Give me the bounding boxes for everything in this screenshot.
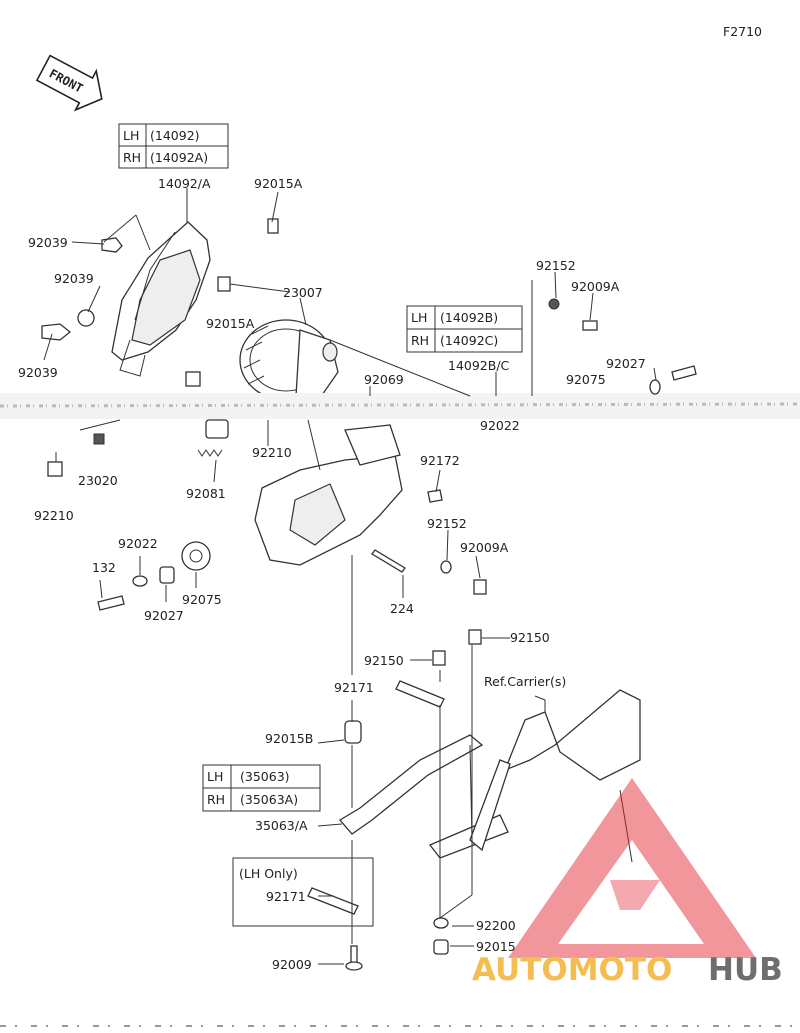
bolt-132 bbox=[97, 595, 125, 611]
table-cell-part: (35063) bbox=[240, 769, 290, 784]
callout-92027-left: 92027 bbox=[144, 608, 184, 623]
callout-132: 132 bbox=[92, 560, 116, 575]
callout-92039-a: 92039 bbox=[28, 235, 68, 250]
clip-92210-upper bbox=[185, 371, 201, 387]
callout-92015a-mid: 92015A bbox=[206, 316, 255, 331]
washer-92152-mid bbox=[440, 560, 452, 574]
rivet-92039-c bbox=[41, 323, 72, 341]
washer-92027-top bbox=[649, 379, 661, 395]
headlight-bracket-part bbox=[205, 419, 403, 566]
lh-only-label: (LH Only) bbox=[239, 866, 298, 881]
washer-92022-left bbox=[132, 575, 148, 587]
callout-14092bc: 14092B/C bbox=[448, 358, 510, 373]
bolt-92150-b bbox=[432, 650, 446, 666]
rivet-92039-a bbox=[101, 237, 123, 253]
logo-triangle-icon bbox=[508, 778, 756, 958]
table-cell-part: (14092) bbox=[150, 128, 200, 143]
callout-92015: 92015 bbox=[476, 939, 516, 954]
lh-only-box: (LH Only) bbox=[232, 857, 374, 927]
callout-92150-b: 92150 bbox=[364, 653, 404, 668]
bolt-92009a-mid bbox=[473, 579, 487, 595]
ref-carrier-label: Ref.Carrier(s) bbox=[484, 674, 566, 689]
leader-lines bbox=[43, 188, 657, 965]
table-side-cover: LH (14092B) RH (14092C) bbox=[406, 305, 523, 353]
clip-23020 bbox=[93, 433, 105, 445]
callout-92069: 92069 bbox=[364, 372, 404, 387]
table-cell-part: (35063A) bbox=[240, 792, 298, 807]
callout-92009a-top: 92009A bbox=[571, 279, 620, 294]
callout-92171-b: 92171 bbox=[266, 889, 306, 904]
rivet-92039-b bbox=[77, 309, 95, 327]
callout-92210-left: 92210 bbox=[34, 508, 74, 523]
logo-text-b: HUB bbox=[708, 952, 783, 988]
headlight-cover-part bbox=[111, 221, 211, 377]
washer-92152-top bbox=[548, 298, 560, 310]
callout-92022-left: 92022 bbox=[118, 536, 158, 551]
table-cell-part: (14092B) bbox=[440, 310, 498, 325]
spring-92081 bbox=[197, 449, 223, 457]
callout-92039-b: 92039 bbox=[54, 271, 94, 286]
callout-23020: 23020 bbox=[78, 473, 118, 488]
bolt-92009 bbox=[345, 945, 363, 971]
callout-92200: 92200 bbox=[476, 918, 516, 933]
clip-92015a-top bbox=[267, 218, 279, 234]
front-arrow-icon: FRONT bbox=[35, 54, 103, 112]
carrier-frame-part bbox=[469, 689, 641, 852]
table-cell-part: (14092A) bbox=[150, 150, 208, 165]
scan-noise-line bbox=[0, 402, 800, 408]
table-cell-side: RH bbox=[207, 792, 225, 807]
figure-code: F2710 bbox=[723, 24, 762, 39]
table-cell-side: LH bbox=[207, 769, 223, 784]
callout-35063a: 35063/A bbox=[255, 818, 308, 833]
callout-92172: 92172 bbox=[420, 453, 460, 468]
logo-text-a: AUTOMOTO bbox=[472, 952, 672, 988]
collar-92027-left bbox=[159, 566, 175, 584]
table-cell-side: RH bbox=[411, 333, 429, 348]
callout-92009a-mid: 92009A bbox=[460, 540, 509, 555]
table-bracket: LH (35063) RH (35063A) bbox=[202, 764, 321, 812]
table-cell-side: LH bbox=[123, 128, 139, 143]
bolt-92009a-top bbox=[582, 320, 598, 331]
plate-92171-b bbox=[307, 887, 359, 915]
callout-92015b: 92015B bbox=[265, 731, 313, 746]
plate-92171-a bbox=[395, 680, 445, 708]
washer-92200 bbox=[433, 917, 449, 929]
headlight-housing-part bbox=[239, 319, 339, 401]
table-cell-side: RH bbox=[123, 150, 141, 165]
nut-92015 bbox=[433, 939, 449, 955]
table-headlight-cover: LH (14092) RH (14092A) bbox=[118, 123, 229, 169]
table-cell-part: (14092C) bbox=[440, 333, 498, 348]
bolt-92150-a bbox=[468, 629, 482, 645]
callout-92039-c: 92039 bbox=[18, 365, 58, 380]
grommet-92075-left bbox=[181, 541, 211, 571]
clip-92210-left bbox=[47, 461, 63, 477]
callout-92022-top: 92022 bbox=[480, 418, 520, 433]
callout-92152-top: 92152 bbox=[536, 258, 576, 273]
callout-224: 224 bbox=[390, 601, 414, 616]
callout-92075-left: 92075 bbox=[182, 592, 222, 607]
callout-92015a-top: 92015A bbox=[254, 176, 303, 191]
callout-92009: 92009 bbox=[272, 957, 312, 972]
callout-92027-top: 92027 bbox=[606, 356, 646, 371]
callout-92152-mid: 92152 bbox=[427, 516, 467, 531]
callout-92210-mid: 92210 bbox=[252, 445, 292, 460]
bolt-224 bbox=[371, 549, 406, 573]
callout-92081: 92081 bbox=[186, 486, 226, 501]
screw-92172 bbox=[427, 489, 443, 503]
callout-92075-top: 92075 bbox=[566, 372, 606, 387]
callout-14092a: 14092/A bbox=[158, 176, 211, 191]
collar-92015b bbox=[344, 720, 362, 744]
callout-23007: 23007 bbox=[283, 285, 323, 300]
watermark-logo: AUTOMOTO HUB bbox=[472, 778, 783, 988]
table-cell-side: LH bbox=[411, 310, 427, 325]
callout-92150-a: 92150 bbox=[510, 630, 550, 645]
clip-92015a-mid bbox=[217, 276, 231, 292]
bolt-top-right bbox=[671, 365, 697, 381]
callout-92171-a: 92171 bbox=[334, 680, 374, 695]
